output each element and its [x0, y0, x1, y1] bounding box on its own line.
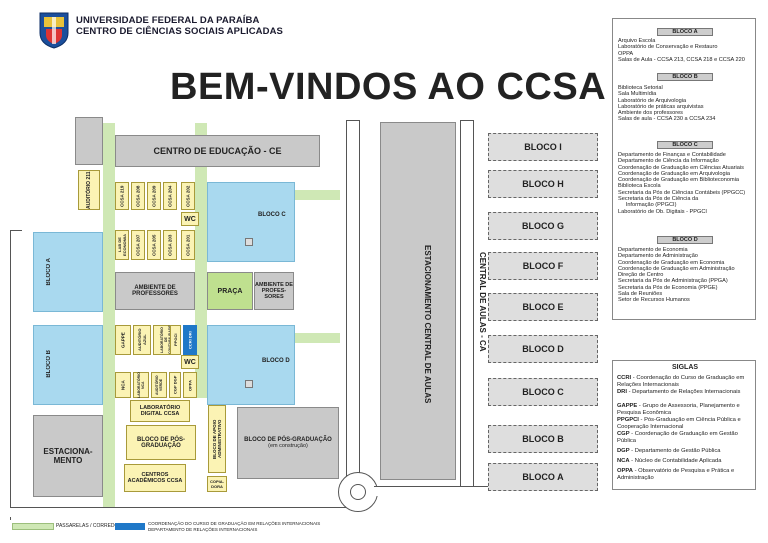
auditorio-azul: AUDITÓRIO AZUL: [133, 325, 151, 355]
university-name: UNIVERSIDADE FEDERAL DA PARAÍBA: [76, 15, 260, 26]
bloco-c-inner: [245, 238, 253, 246]
center-name: CENTRO DE CIÊNCIAS SOCIAIS APLICADAS: [76, 26, 283, 37]
panel-bloco-d-title: BLOCO D: [657, 236, 713, 244]
ca-bloco-i: BLOCO I: [488, 133, 598, 161]
wc-top: WC: [181, 212, 199, 226]
ambiente-professores: AMBIENTE DE PROFESSORES: [115, 272, 195, 310]
walkway-vertical-2: [195, 123, 207, 398]
laboratorio-nca: LABORATÓRIO NCA: [133, 372, 149, 398]
legend-blue-swatch: [115, 523, 145, 530]
sigla-ccri: CCRI - Coordenação do Curso de Graduação…: [617, 375, 745, 388]
lab-economia: LAB DE ECONOMIA: [115, 230, 129, 260]
ccri-dri: CCRI DRI: [183, 325, 197, 355]
ca-bloco-h: BLOCO H: [488, 170, 598, 198]
ca-bloco-e: BLOCO E: [488, 293, 598, 321]
bloco-d-label: BLOCO D: [262, 358, 290, 364]
ca-bloco-f: BLOCO F: [488, 252, 598, 280]
siglas-panel: [612, 360, 756, 490]
sigla-oppa: OPPA - Observatório de Pesquisa e Prátic…: [617, 468, 735, 481]
room-ccsa-201: CCSA 201: [181, 230, 195, 260]
bloco-pos-graduacao: BLOCO DE PÓS-GRADUAÇÃO: [126, 425, 196, 460]
room-ccsa-209: CCSA 209: [147, 182, 161, 210]
room-ccsa-202: CCSA 202: [181, 182, 195, 210]
ca-bloco-d: BLOCO D: [488, 335, 598, 363]
ufpb-logo: [38, 11, 70, 49]
room-ccsa-204: CCSA 204: [163, 182, 177, 210]
nca: NCA: [115, 372, 131, 398]
road-center-vertical: [346, 120, 360, 490]
walkway-horizontal-2: [295, 333, 340, 343]
roundabout-inner: [350, 484, 366, 500]
ca-bloco-g: BLOCO G: [488, 212, 598, 240]
legend-passarelas: PASSARELAS / CORREDORES: [56, 523, 129, 529]
sigla-cgp: CGP - Coordenação de Graduação em Gestão…: [617, 431, 738, 444]
sigla-dri: DRI - Departamento de Relações Internaci…: [617, 389, 741, 395]
walkway-vertical-1: [103, 123, 115, 513]
central-aulas-label: CENTRAL DE AULAS - CA: [478, 252, 487, 352]
sigla-dgp: DGP - Departamento de Gestão Pública: [617, 448, 721, 454]
room-ccsa-203: CCSA 203: [163, 230, 177, 260]
bloco-a-label: BLOCO A: [46, 258, 52, 286]
road-right-vertical: [460, 120, 474, 490]
bloco-apoio-administrativo: BLOCO DE APOIO ADMINISTRATIVO: [208, 405, 226, 473]
bloco-b-label: BLOCO B: [46, 350, 52, 378]
ca-bloco-b: BLOCO B: [488, 425, 598, 453]
auditorio-verde: AUDITÓRIO VERDE: [151, 372, 167, 398]
legend-green-swatch: [12, 523, 54, 530]
sigla-ppgpci: PPGPCI - Pós-Graduação em Ciência Públic…: [617, 417, 741, 430]
bloco-d-inner: [245, 380, 253, 388]
estacionamento-central-label: ESTACIONAMENTO CENTRAL DE AULAS: [423, 245, 432, 404]
bloco-c-label: BLOCO C: [258, 212, 286, 218]
road-right-curve: [374, 486, 524, 496]
road-bottom: [10, 507, 360, 517]
wc-bottom: WC: [181, 355, 199, 369]
estacionamento-central-aulas: [380, 122, 456, 480]
legend-coord-1: COORDENAÇÃO DO CURSO DE GRADUAÇÃO EM REL…: [148, 521, 321, 526]
panel-bloco-c-title: BLOCO C: [657, 141, 713, 149]
room-ccsa-219: CCSA 219: [115, 182, 129, 210]
walkway-horizontal: [295, 190, 340, 200]
panel-bloco-b-title: BLOCO B: [657, 73, 713, 81]
panel-bloco-b-text: Biblioteca Setorial Sala Multimídia Labo…: [618, 85, 716, 123]
copiadora: COPIA-DORA: [207, 476, 227, 492]
estacionamento: ESTACIONA-MENTO: [33, 415, 103, 497]
sigla-gappe: GAPPE - Grupo de Assessoria, Planejament…: [617, 403, 740, 416]
bloco-pos-graduacao-construcao: BLOCO DE PÓS-GRADUAÇÃO (em construção): [237, 407, 339, 479]
oppa: OPPA: [183, 372, 197, 398]
ppgci: PPGCI: [170, 325, 181, 355]
room-ccsa-207: CCSA 207: [131, 230, 145, 260]
cgp-dgp: CGP DGP: [169, 372, 181, 398]
ca-bloco-a: BLOCO A: [488, 463, 598, 491]
panel-bloco-c-text: Departamento de Finanças e Contabilidade…: [618, 152, 746, 215]
room-ccsa-208: CCSA 208: [131, 182, 145, 210]
panel-bloco-a-title: BLOCO A: [657, 28, 713, 36]
sigla-nca: NCA - Núcleo de Contabilidade Aplicada: [617, 458, 722, 464]
bloco-a-building: [33, 232, 103, 312]
auditorio-211: AUDITÓRIO 211: [78, 170, 100, 210]
bloco-c-building: [207, 182, 295, 262]
siglas-title: SIGLAS: [672, 364, 699, 371]
ca-bloco-c: BLOCO C: [488, 378, 598, 406]
panel-bloco-d-text: Departamento de Economia Departamento de…: [618, 247, 735, 304]
left-top-building: [75, 117, 103, 165]
bloco-d-building: [207, 325, 295, 405]
bloco-b-building: [33, 325, 103, 405]
room-ccsa-205: CCSA 205: [147, 230, 161, 260]
praca: PRAÇA: [207, 272, 253, 310]
info-panel-blocks: [612, 18, 756, 320]
ambiente-professores-2: AMBIENTE DE PROFES-SORES: [254, 272, 294, 310]
panel-bloco-a-text: Arquivo Escola Laboratório de Conservaçã…: [618, 38, 745, 63]
centro-educacao: CENTRO DE EDUCAÇÃO - CE: [115, 135, 320, 167]
centros-academicos: CENTROS ACADÊMICOS CCSA: [124, 464, 186, 492]
laboratorio-digital: LABORATÓRIO DIGITAL CCSA: [130, 400, 190, 422]
road-left-vertical: [10, 230, 22, 520]
legend-coord-2: DEPARTAMENTO DE RELAÇÕES INTERNACIONAIS: [148, 527, 258, 532]
page-title: BEM-VINDOS AO CCSA: [170, 66, 607, 108]
gappe: GAPPE: [115, 325, 131, 355]
